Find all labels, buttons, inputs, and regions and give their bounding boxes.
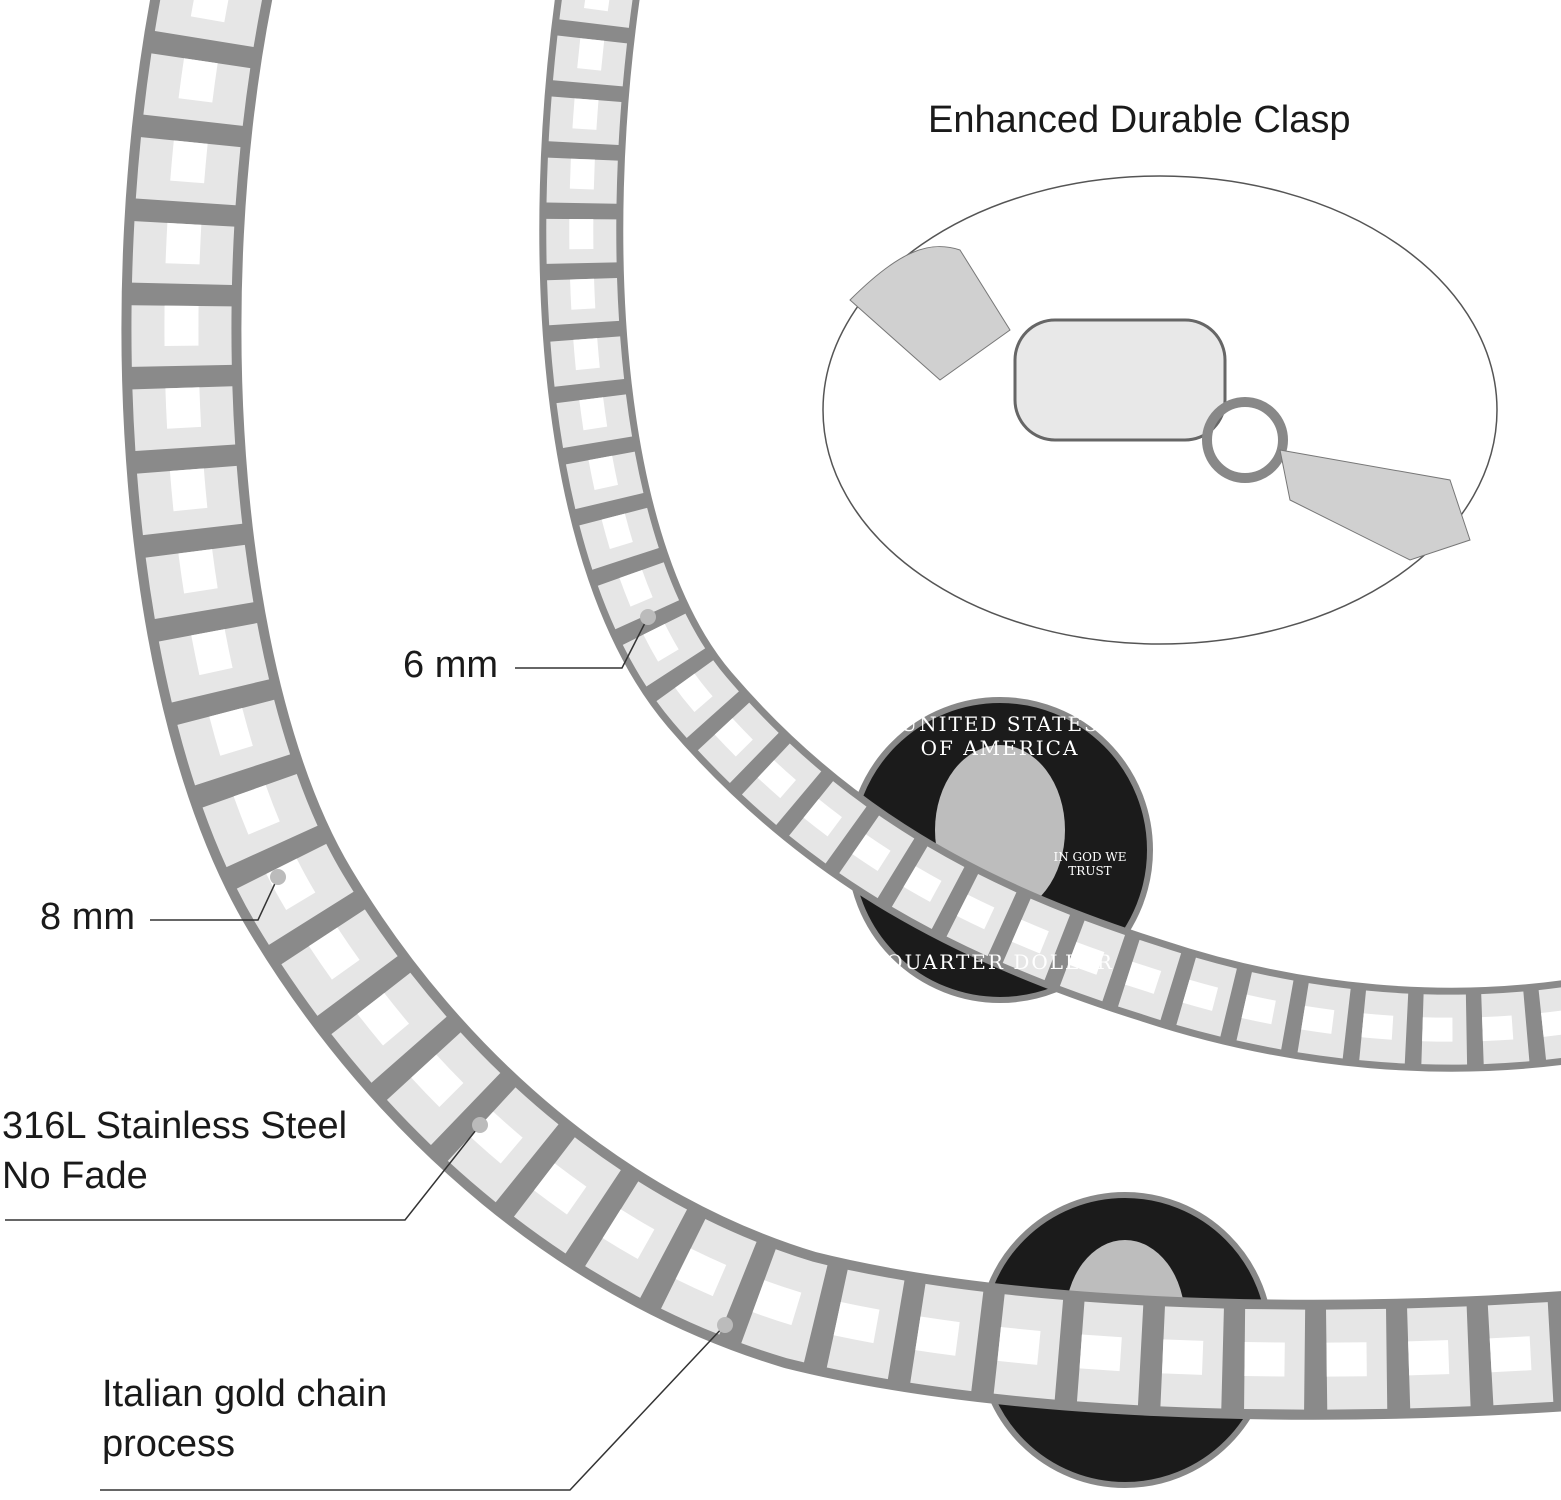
chain-8mm — [121, 0, 1561, 1420]
coin-top-text: UNITED STATES OF AMERICA — [900, 712, 1100, 760]
label-process-2: process — [102, 1423, 236, 1465]
clasp-title: Enhanced Durable Clasp — [928, 99, 1351, 141]
label-8mm: 8 mm — [40, 896, 135, 938]
chain-6mm — [539, 0, 1561, 1072]
marker-dots — [270, 609, 733, 1333]
label-process: Italian gold chain — [102, 1373, 388, 1415]
label-no-fade: No Fade — [2, 1155, 148, 1197]
coin-bottom-text: QUARTER DOLLAR — [886, 950, 1114, 974]
leader-lines — [5, 616, 726, 1491]
label-6mm: 6 mm — [403, 644, 498, 686]
coin-motto: IN GOD WE TRUST — [1053, 850, 1127, 878]
label-material: 316L Stainless Steel — [2, 1105, 348, 1147]
clasp-inset — [822, 175, 1498, 645]
